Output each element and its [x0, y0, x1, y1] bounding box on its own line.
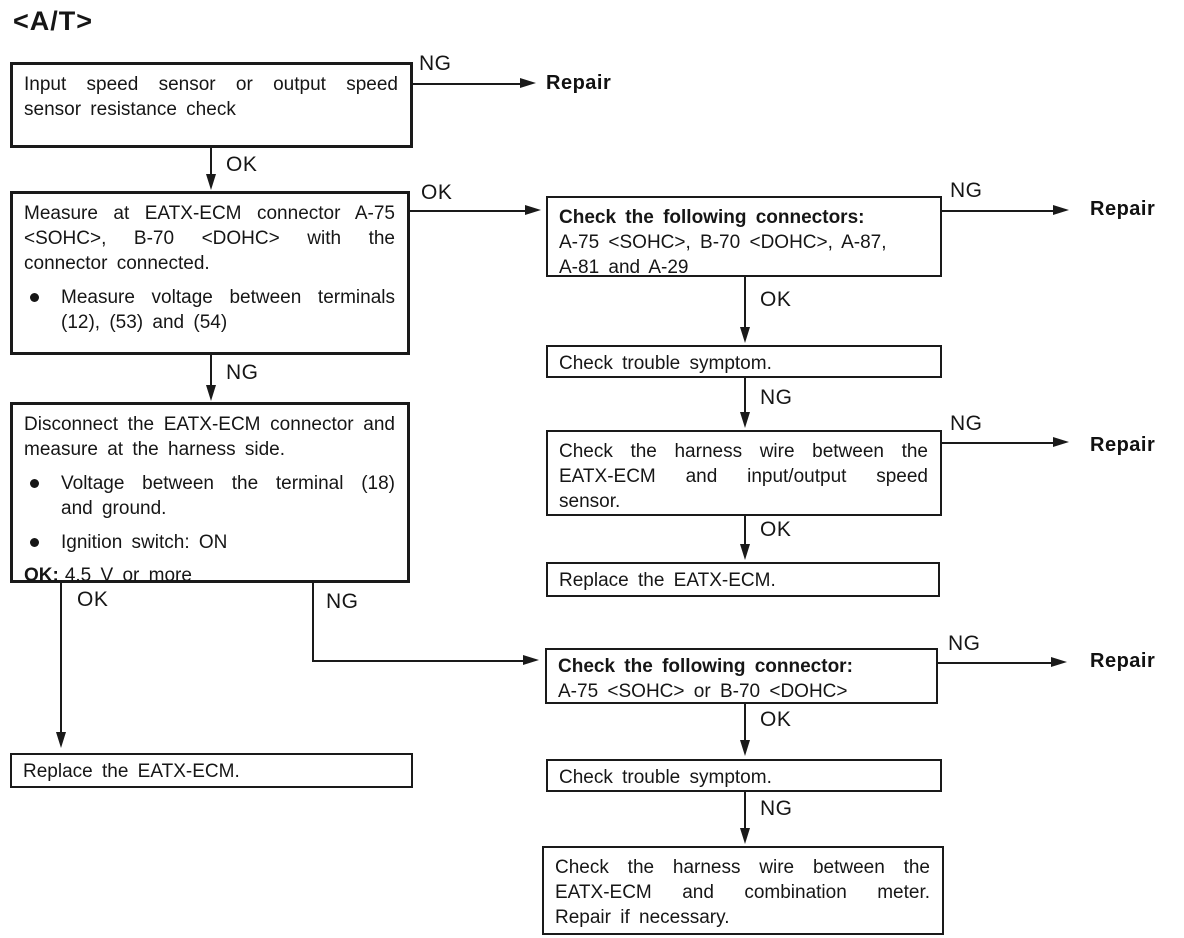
arrowhead-right-icon — [520, 78, 536, 88]
bullet-item: Measure voltage between terminals (12), … — [24, 285, 395, 335]
flow-box-text: Check the harness wire between the EATX-… — [555, 857, 930, 928]
ok-criteria-value: 4.5 V or more — [64, 565, 192, 586]
bullet-item: Ignition switch: ON — [24, 530, 395, 555]
arrowhead-down-icon — [206, 385, 216, 401]
repair-terminal: Repair — [1090, 434, 1156, 456]
edge-label-ng: NG — [760, 386, 793, 409]
edge-label-ng: NG — [226, 361, 259, 384]
edge-label-ng: NG — [419, 52, 452, 75]
connector-line — [413, 83, 521, 85]
connector-line — [744, 792, 746, 830]
flow-box-check-symptom-2: Check trouble symptom. — [546, 759, 942, 792]
repair-terminal: Repair — [1090, 198, 1156, 220]
flow-box-check-connector: Check the following connector: A-75 <SOH… — [545, 648, 938, 704]
flow-box-text: Input speed sensor or output speed senso… — [24, 74, 398, 120]
bullet-icon — [30, 538, 39, 547]
page-title: <A/T> — [13, 6, 94, 36]
flow-box-harness-combination-meter: Check the harness wire between the EATX-… — [542, 846, 944, 935]
flow-box-text: Check trouble symptom. — [559, 353, 772, 374]
flow-box-replace-ecm-right: Replace the EATX-ECM. — [546, 562, 940, 597]
arrowhead-down-icon — [740, 327, 750, 343]
flow-box-text: Replace the EATX-ECM. — [559, 570, 776, 591]
connector-line — [938, 662, 1052, 664]
flow-box-line: A-75 <SOHC> or B-70 <DOHC> — [558, 681, 848, 702]
bullet-icon — [30, 293, 39, 302]
connector-line — [210, 148, 212, 177]
bullet-icon — [30, 479, 39, 488]
edge-label-ok: OK — [421, 181, 453, 204]
edge-label-ok: OK — [77, 588, 109, 611]
connector-line — [744, 704, 746, 742]
flow-box-replace-ecm-left: Replace the EATX-ECM. — [10, 753, 413, 788]
arrowhead-right-icon — [1053, 205, 1069, 215]
connector-line — [744, 277, 746, 330]
arrowhead-down-icon — [740, 544, 750, 560]
flow-box-text: Disconnect the EATX-ECM connector and me… — [24, 414, 395, 460]
edge-label-ok: OK — [760, 518, 792, 541]
arrowhead-down-icon — [740, 740, 750, 756]
flow-box-heading: Check the following connectors: — [559, 207, 865, 228]
connector-line — [410, 210, 526, 212]
edge-label-ng: NG — [950, 179, 983, 202]
connector-line — [744, 378, 746, 415]
connector-line — [942, 442, 1054, 444]
edge-label-ng: NG — [948, 632, 981, 655]
connector-line — [942, 210, 1054, 212]
repair-terminal: Repair — [546, 72, 612, 94]
flow-box-measure-connected: Measure at EATX-ECM connector A-75 <SOHC… — [10, 191, 410, 355]
arrowhead-right-icon — [1051, 657, 1067, 667]
edge-label-ok: OK — [760, 288, 792, 311]
arrowhead-down-icon — [56, 732, 66, 748]
flow-box-text: Check trouble symptom. — [559, 767, 772, 788]
bullet-text: Measure voltage between terminals (12), … — [61, 287, 395, 333]
ok-criteria-prefix: OK: — [24, 565, 59, 586]
edge-label-ng: NG — [326, 590, 359, 613]
flow-box-heading: Check the following connector: — [558, 656, 853, 677]
arrowhead-down-icon — [740, 412, 750, 428]
bullet-item: Voltage between the terminal (18) and gr… — [24, 471, 395, 521]
flow-box-check-symptom-1: Check trouble symptom. — [546, 345, 942, 378]
arrowhead-right-icon — [1053, 437, 1069, 447]
bullet-text: Ignition switch: ON — [61, 532, 228, 553]
edge-label-ng: NG — [950, 412, 983, 435]
arrowhead-right-icon — [523, 655, 539, 665]
connector-line — [210, 355, 212, 387]
arrowhead-down-icon — [206, 174, 216, 190]
edge-label-ok: OK — [226, 153, 258, 176]
connector-line — [312, 583, 314, 662]
flow-box-text: Check the harness wire between the EATX-… — [559, 441, 928, 512]
flow-box-input-sensor-check: Input speed sensor or output speed senso… — [10, 62, 413, 148]
connector-line — [312, 660, 524, 662]
bullet-text: Voltage between the terminal (18) and gr… — [61, 473, 395, 519]
flow-box-text: Measure at EATX-ECM connector A-75 <SOHC… — [24, 203, 395, 274]
connector-line — [60, 583, 62, 735]
flow-box-line: A-81 and A-29 — [559, 257, 689, 278]
flow-box-text: Replace the EATX-ECM. — [23, 761, 240, 782]
flow-box-measure-harness: Disconnect the EATX-ECM connector and me… — [10, 402, 410, 586]
edge-label-ng: NG — [760, 797, 793, 820]
repair-terminal: Repair — [1090, 650, 1156, 672]
connector-line — [744, 516, 746, 547]
arrowhead-down-icon — [740, 828, 750, 844]
edge-label-ok: OK — [760, 708, 792, 731]
flow-box-check-connectors: Check the following connectors: A-75 <SO… — [546, 196, 942, 278]
flow-box-line: A-75 <SOHC>, B-70 <DOHC>, A-87, — [559, 232, 887, 253]
arrowhead-right-icon — [525, 205, 541, 215]
ok-criteria-line: OK:4.5 V or more — [24, 563, 395, 588]
flow-box-harness-speed-sensor: Check the harness wire between the EATX-… — [546, 430, 942, 516]
